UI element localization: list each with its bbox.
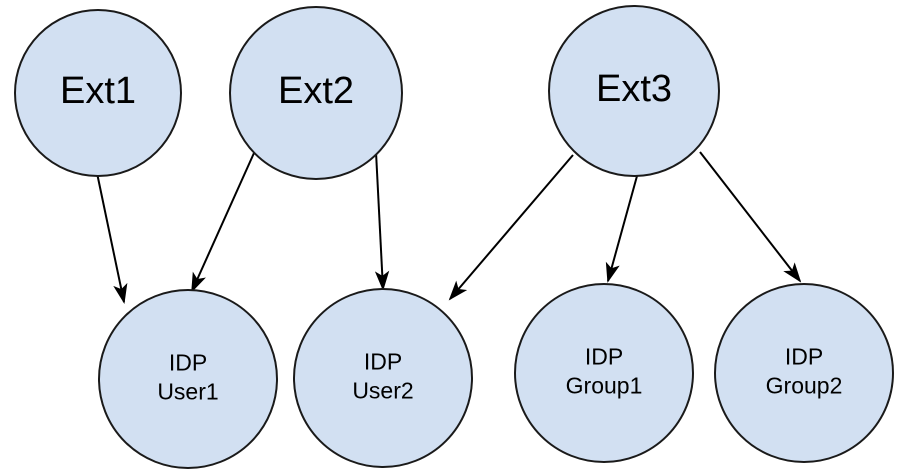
node-label-line: Ext2 bbox=[278, 70, 354, 112]
node-label-line: Group1 bbox=[566, 372, 643, 398]
node-label-line: Ext1 bbox=[60, 70, 136, 112]
edge-ext1-to-idp_user1 bbox=[96, 172, 128, 304]
node-shape-ext2[interactable] bbox=[229, 6, 403, 180]
node-ext3[interactable]: Ext3 bbox=[548, 5, 720, 177]
node-label-ext1: Ext1 bbox=[60, 70, 136, 112]
node-label-line: IDP bbox=[785, 344, 823, 370]
node-shape-idp_group2[interactable] bbox=[714, 283, 894, 463]
edges-layer bbox=[96, 151, 802, 304]
node-label-line: User2 bbox=[352, 377, 413, 403]
node-label-line: IDP bbox=[169, 350, 207, 376]
edge-ext2-to-idp_user1 bbox=[191, 152, 255, 293]
node-shape-ext1[interactable] bbox=[14, 9, 182, 177]
edge-ext2-to-idp_user2 bbox=[374, 151, 390, 291]
node-label-ext3: Ext3 bbox=[596, 68, 672, 110]
edge-ext3-to-idp_group1 bbox=[605, 175, 638, 283]
node-label-line: User1 bbox=[157, 378, 218, 404]
edge-ext3-to-idp_group2 bbox=[699, 151, 802, 283]
edge-ext3-to-idp_user2 bbox=[448, 154, 574, 301]
node-shape-idp_user1[interactable] bbox=[98, 289, 278, 469]
node-ext2[interactable]: Ext2 bbox=[229, 6, 403, 180]
node-label-line: Ext3 bbox=[596, 68, 672, 110]
node-ext1[interactable]: Ext1 bbox=[14, 9, 182, 177]
node-label-line: IDP bbox=[364, 349, 402, 375]
node-shape-ext3[interactable] bbox=[548, 5, 720, 177]
node-shape-idp_group1[interactable] bbox=[514, 283, 694, 463]
node-label-line: IDP bbox=[585, 344, 623, 370]
node-label-line: Group2 bbox=[766, 372, 843, 398]
node-shape-idp_user2[interactable] bbox=[293, 288, 473, 468]
node-label-ext2: Ext2 bbox=[278, 70, 354, 112]
